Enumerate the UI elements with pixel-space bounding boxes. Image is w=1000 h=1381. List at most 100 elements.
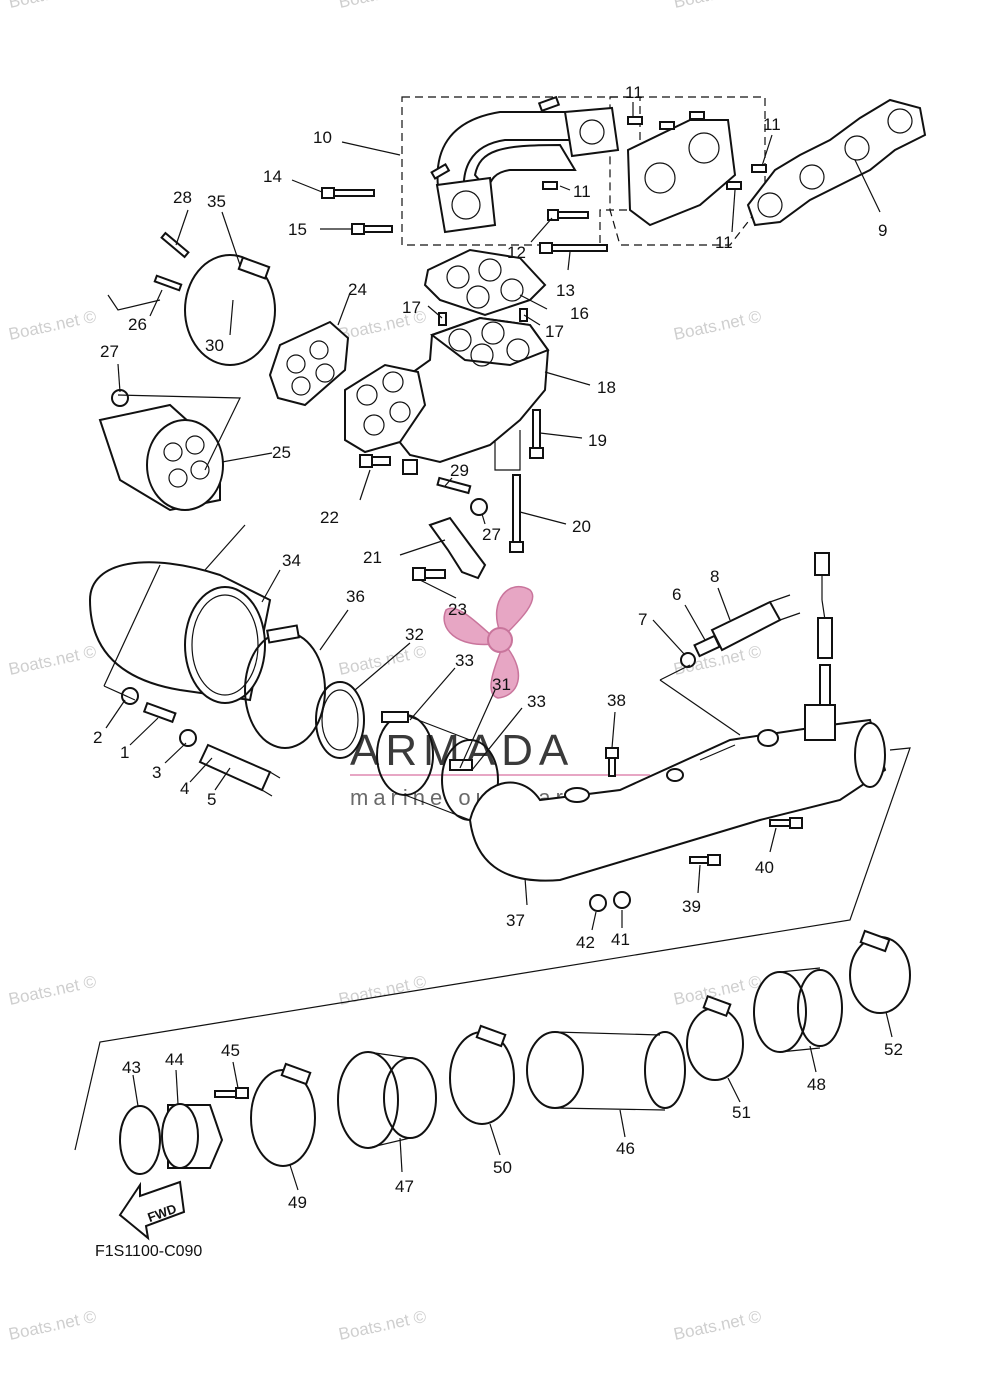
hose-5 [198,743,281,797]
callout-label: 5 [207,790,216,809]
fitting-6 [693,634,721,658]
callout-label: 11 [573,182,591,201]
callout-layer: 1 2 3 4 5 6 7 8 9 10 11 11 11 11 11 12 1… [93,83,903,1212]
spacer [402,459,418,475]
callout-label: 12 [507,243,526,262]
clamp-screw [475,1024,507,1048]
clamp-screw [859,929,891,953]
callout-label: 37 [506,911,525,930]
bolt-29 [436,476,472,495]
leader-lines [105,102,893,1191]
flange-24 [268,320,350,407]
callout-label: 32 [405,625,424,644]
callout-label: 50 [493,1158,512,1177]
callout-label: 38 [607,691,626,710]
callout-label: 26 [128,315,147,334]
callout-label: 17 [545,322,564,341]
callout-label: 41 [611,930,630,949]
fwd-arrow-icon: FWD [118,1180,186,1241]
cylinder-manifold-group-outline [609,96,766,246]
ring-32 [315,681,365,759]
watermark: Boats.net © [7,1307,99,1344]
bolt-20 [509,474,524,553]
clamp-screw [702,994,732,1018]
propeller-icon [443,585,534,699]
watermark: Boats.net © [672,0,764,12]
lower-group-outline [74,747,911,1151]
muffler-25 [98,403,224,512]
leader-guide [107,294,161,311]
bolt-22 [359,454,391,468]
hose-48 [753,967,843,1053]
nut-27 [111,389,129,407]
exhaust-manifold [430,95,620,234]
clip-7 [680,652,696,668]
clamp-ring-35 [184,254,276,366]
callout-label: 33 [527,692,546,711]
leader-guide [117,394,241,471]
silencer-34 [88,561,272,704]
bolt-13 [539,242,608,254]
washer-42 [589,894,607,912]
watermark: Boats.net © [337,1307,429,1344]
clamp-screw [280,1062,312,1086]
callout-label: 2 [93,728,102,747]
callout-label: 22 [320,508,339,527]
callout-label: 52 [884,1040,903,1059]
watermark: Boats.net © [337,0,429,12]
callout-label: 36 [346,587,365,606]
bolt-38 [605,747,619,777]
watermark: Boats.net © [337,642,429,679]
callout-label: 14 [263,167,282,186]
callout-label: 27 [100,342,119,361]
callout-label: 48 [807,1075,826,1094]
bolt-14 [321,187,375,199]
flange-44 [161,1103,224,1169]
callout-label: 8 [710,567,719,586]
watermark: Boats.net © [672,307,764,344]
callout-label: 15 [288,220,307,239]
callout-label: 27 [482,525,501,544]
watermark: Boats.net © [672,1307,764,1344]
clamp-50 [449,1031,515,1125]
clamp-33 [381,711,409,723]
clamp-51 [686,1007,744,1081]
elbow-flange [344,363,427,454]
bolt-23 [412,567,446,581]
callout-label: 21 [363,548,382,567]
callout-label: 33 [455,651,474,670]
callout-label: 28 [173,188,192,207]
clamp-36 [244,631,326,749]
bolt-15 [351,223,393,235]
callout-label: 7 [638,610,647,629]
watermark: Boats.net © [7,307,99,344]
dowel-pin [627,116,643,125]
hose-47 [337,1051,437,1149]
callout-label: 49 [288,1193,307,1212]
callout-label: 4 [180,779,189,798]
dowel-pin [438,312,447,326]
callout-label: 39 [682,897,701,916]
sensor-assembly [814,552,833,706]
callout-label: 11 [625,83,643,102]
callout-label: 24 [348,280,367,299]
callout-label: 16 [570,304,589,323]
watermark: Boats.net © [7,972,99,1009]
callout-label: 11 [763,115,781,134]
gasket-16 [423,248,547,317]
callout-label: 19 [588,431,607,450]
callout-label: 17 [402,298,421,317]
nut-27b [470,498,488,516]
leader-guide [103,564,161,701]
callout-label: 31 [492,675,511,694]
callout-label: 6 [672,585,681,604]
callout-label: 1 [120,743,129,762]
callout-label: 47 [395,1177,414,1196]
leader-guide [659,664,741,736]
manifold-head [626,111,737,227]
watermark: Boats.net © [7,642,99,679]
watermark: Boats.net © [7,0,99,12]
clamp-screw [266,624,300,644]
callout-label: 35 [207,192,226,211]
